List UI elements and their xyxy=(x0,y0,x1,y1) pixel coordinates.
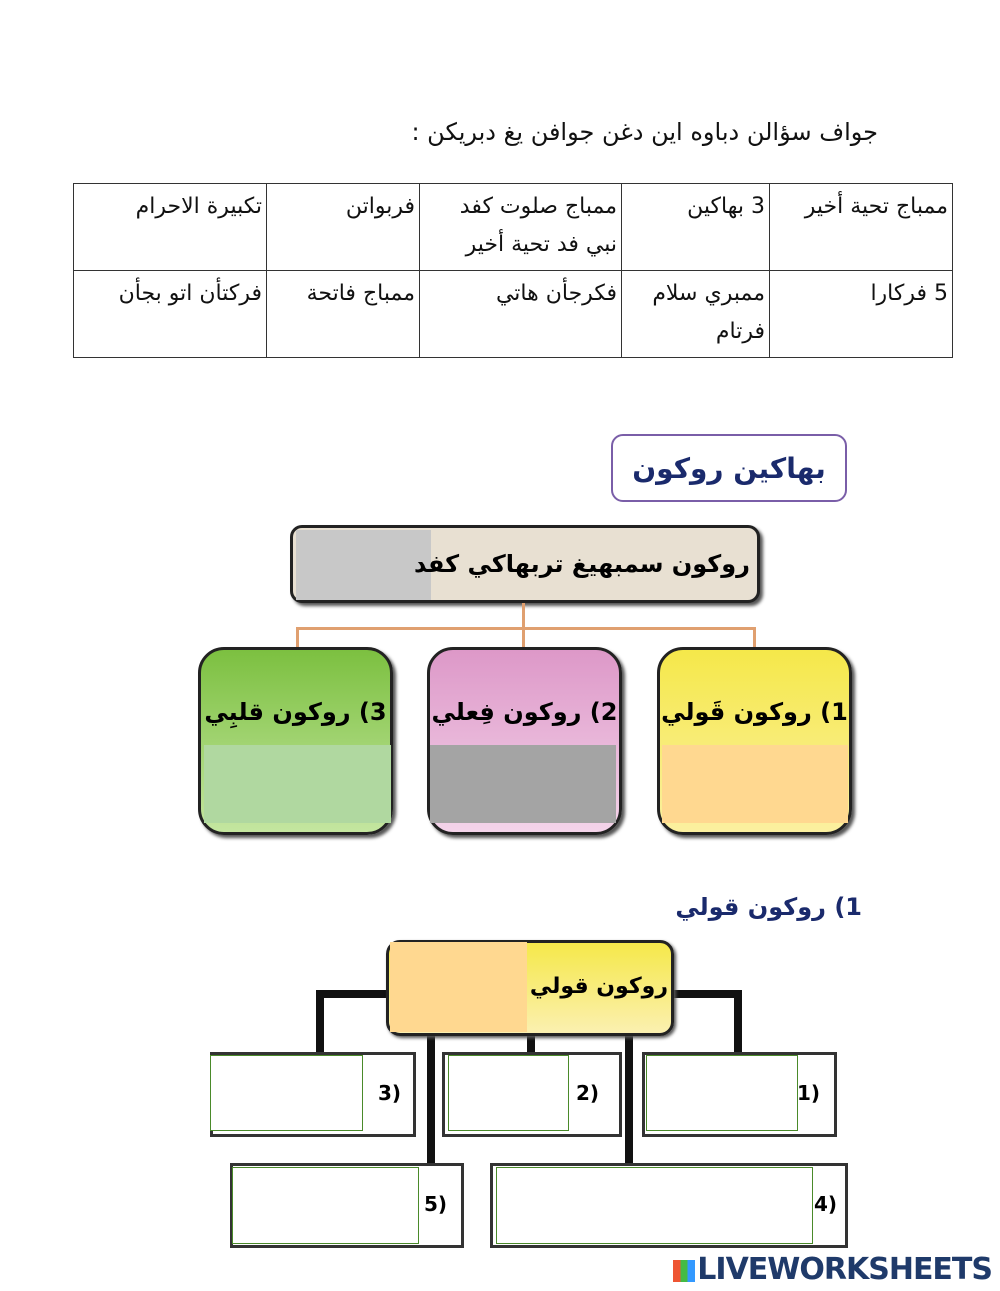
connector-line xyxy=(316,990,391,998)
top-box-label: روكون سمبهيغ تربهاكي كفد xyxy=(414,550,750,578)
item-number: 3) xyxy=(377,1081,401,1105)
table-cell: ممباج فاتحة xyxy=(266,270,420,358)
table-cell: ممباج صلوت كفد نبي فد تحية أخير xyxy=(419,183,622,271)
liveworksheets-logo: LIVEWORKSHEETS xyxy=(673,1252,993,1287)
connector-line xyxy=(522,627,525,647)
table-cell: ممبري سلام فرتام xyxy=(621,270,770,358)
table-cell: فكرجأن هاتي xyxy=(419,270,622,358)
table-cell: فركتأن اتو بجأن xyxy=(73,270,267,358)
connector-line xyxy=(625,1030,633,1170)
table-cell: 3 بهاكين xyxy=(621,183,770,271)
connector-line xyxy=(296,627,299,647)
connector-line xyxy=(522,603,525,628)
diagram-title: بهاكين روكون xyxy=(611,434,847,502)
answer-input-top[interactable] xyxy=(296,530,431,600)
category-label: 3) روكون قلبِي xyxy=(204,698,387,726)
answer-input-item-3[interactable] xyxy=(210,1055,363,1131)
answer-bank-table: ممباج تحية أخير 3 بهاكين ممباج صلوت كفد … xyxy=(73,183,953,358)
table-cell: ممباج تحية أخير xyxy=(769,183,953,271)
answer-input-fili[interactable] xyxy=(430,745,616,823)
answer-input-item-2[interactable] xyxy=(448,1055,569,1131)
section-heading: 1) روكون قولي xyxy=(675,893,862,921)
category-label: 1) روكون قَولي xyxy=(661,698,848,726)
connector-line xyxy=(753,627,756,647)
connector-line xyxy=(667,990,742,998)
item-number: 2) xyxy=(575,1081,599,1105)
answer-input-item-5[interactable] xyxy=(232,1167,419,1244)
logo-text: LIVEWORKSHEETS xyxy=(697,1252,993,1287)
answer-input-item-4[interactable] xyxy=(496,1167,813,1244)
table-row: ممباج تحية أخير 3 بهاكين ممباج صلوت كفد … xyxy=(73,183,953,271)
connector-line xyxy=(527,1030,535,1055)
answer-input-qauli[interactable] xyxy=(662,745,848,823)
answer-input-item-1[interactable] xyxy=(646,1055,798,1131)
connector-line xyxy=(427,1030,435,1170)
category-label: 2) روكون فِعلي xyxy=(431,698,618,726)
table-row: 5 فركارا ممبري سلام فرتام فكرجأن هاتي مم… xyxy=(73,270,953,358)
sub-top-label: روكون قولي xyxy=(529,974,668,999)
item-number: 4) xyxy=(813,1192,837,1216)
item-number: 1) xyxy=(796,1081,820,1105)
connector-line xyxy=(296,627,756,630)
connector-line xyxy=(734,990,742,1055)
table-cell: فربواتن xyxy=(266,183,420,271)
table-cell: 5 فركارا xyxy=(769,270,953,358)
table-cell: تكبيرة الاحرام xyxy=(73,183,267,271)
item-number: 5) xyxy=(423,1192,447,1216)
instruction-text: جواف سؤالن دباوه اين دغن جوافن يغ دبريكن… xyxy=(411,118,878,146)
answer-input-sub-top[interactable] xyxy=(390,942,527,1032)
answer-input-qalbi[interactable] xyxy=(204,745,391,823)
logo-icon xyxy=(673,1259,696,1282)
connector-line xyxy=(316,990,324,1055)
